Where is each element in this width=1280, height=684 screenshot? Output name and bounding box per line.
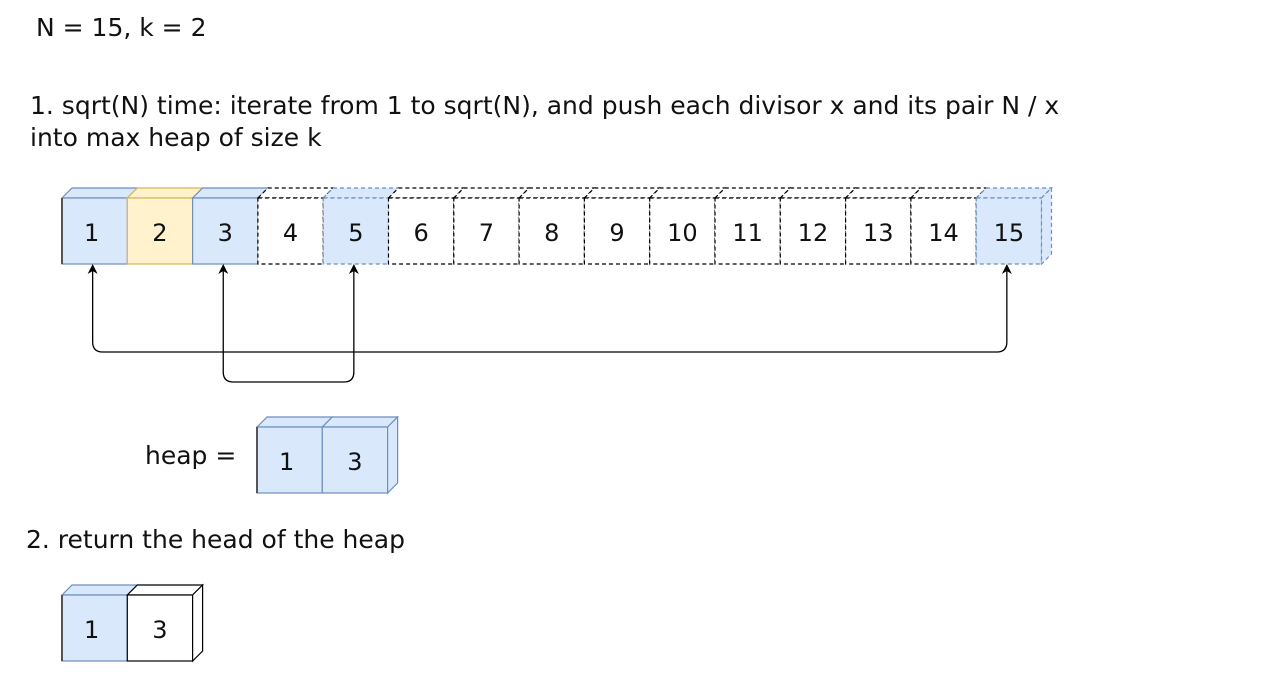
array-cell-label: 3 — [218, 219, 233, 247]
array-cell-label: 6 — [414, 219, 429, 247]
array-cell: 9 — [582, 187, 662, 265]
array-cell: 10 — [648, 187, 727, 265]
result-cell-face — [61, 594, 128, 662]
array-cell-label: 7 — [479, 219, 494, 247]
array-cell-label: 5 — [348, 219, 363, 247]
heap-side-face — [387, 415, 399, 495]
array-cell-top-face — [713, 187, 792, 199]
array-cell-label: 2 — [152, 219, 167, 247]
array-cell: 8 — [517, 187, 596, 265]
array-cell-top-face — [191, 187, 270, 199]
params-text: N = 15, k = 2 — [36, 13, 207, 42]
step2-text: 2. return the head of the heap — [26, 525, 405, 554]
pair-connector-line — [222, 371, 355, 383]
array-cell-label: 10 — [667, 219, 698, 247]
array-cell: 13 — [844, 187, 923, 265]
array-cell-face — [975, 197, 1043, 265]
heap-cell-face — [256, 426, 323, 494]
heap-cell-top-face — [255, 416, 334, 428]
pair-arrows — [87, 264, 1012, 383]
array-cell-label: 14 — [928, 219, 959, 247]
heap-label: heap = — [145, 441, 237, 470]
result-cell-label: 1 — [84, 616, 99, 644]
result-cell: 3 — [125, 584, 205, 662]
array-cell-top-face — [974, 187, 1053, 199]
array-cell: 4 — [256, 187, 335, 265]
heap-cell-top-face — [320, 416, 400, 428]
array-cell-label: 8 — [544, 219, 559, 247]
array-cell: 3 — [191, 187, 270, 265]
array-cell-label: 12 — [798, 219, 829, 247]
array-cell-face — [257, 197, 324, 265]
result-cell: 1 — [60, 584, 139, 662]
result-cell-label: 3 — [152, 616, 167, 644]
array-cell: 11 — [713, 187, 792, 265]
heap-cell-label: 1 — [279, 448, 294, 476]
array-side-face — [1040, 186, 1053, 266]
array-cell-top-face — [648, 187, 727, 199]
array-cell-label: 13 — [863, 219, 894, 247]
array-cell: 2 — [125, 187, 205, 265]
array-cell: 1 — [60, 187, 139, 265]
array-cell-top-face — [517, 187, 596, 199]
heap-cell: 3 — [320, 416, 400, 494]
result-cell-top-face — [125, 584, 205, 596]
result-cell-top-face — [60, 584, 139, 596]
heap-cell-label: 3 — [347, 448, 362, 476]
result-side-face — [192, 583, 204, 663]
array-cell-label: 11 — [732, 219, 763, 247]
array-cell-label: 15 — [994, 219, 1025, 247]
array-cell-label: 1 — [84, 219, 99, 247]
array-cell-face — [649, 197, 716, 265]
array-cell: 6 — [387, 187, 466, 265]
array-cell-face — [387, 197, 455, 265]
pair-connector-line — [92, 341, 1008, 353]
array-cell-face — [844, 197, 912, 265]
array-cell-top-face — [909, 187, 988, 199]
array-cell-top-face — [387, 187, 466, 199]
array-cell-top-face — [844, 187, 923, 199]
result-cell-face — [126, 594, 194, 662]
array-cell-label: 9 — [609, 219, 624, 247]
array-cell: 7 — [452, 187, 531, 265]
array-cell-face — [518, 197, 585, 265]
array-cell-label: 4 — [283, 219, 298, 247]
array-cell-top-face — [452, 187, 531, 199]
array-cell-top-face — [125, 187, 205, 199]
array-cell: 5 — [321, 187, 400, 265]
array-cell-top-face — [778, 187, 858, 199]
array-cell-top-face — [582, 187, 662, 199]
step1-text-line2: into max heap of size k — [30, 123, 322, 152]
array-cell-face — [192, 197, 259, 265]
step1-text-line1: 1. sqrt(N) time: iterate from 1 to sqrt(… — [30, 91, 1060, 120]
array-cell: 12 — [778, 187, 858, 265]
heap-cell: 1 — [255, 416, 334, 494]
array-cell-top-face — [60, 187, 139, 199]
array-cell: 14 — [909, 187, 988, 265]
array-cell-face — [910, 197, 977, 265]
array-cell-top-face — [321, 187, 400, 199]
heap-cell-face — [321, 426, 389, 494]
array-cell-top-face — [256, 187, 335, 199]
array-cell: 15 — [974, 187, 1053, 265]
